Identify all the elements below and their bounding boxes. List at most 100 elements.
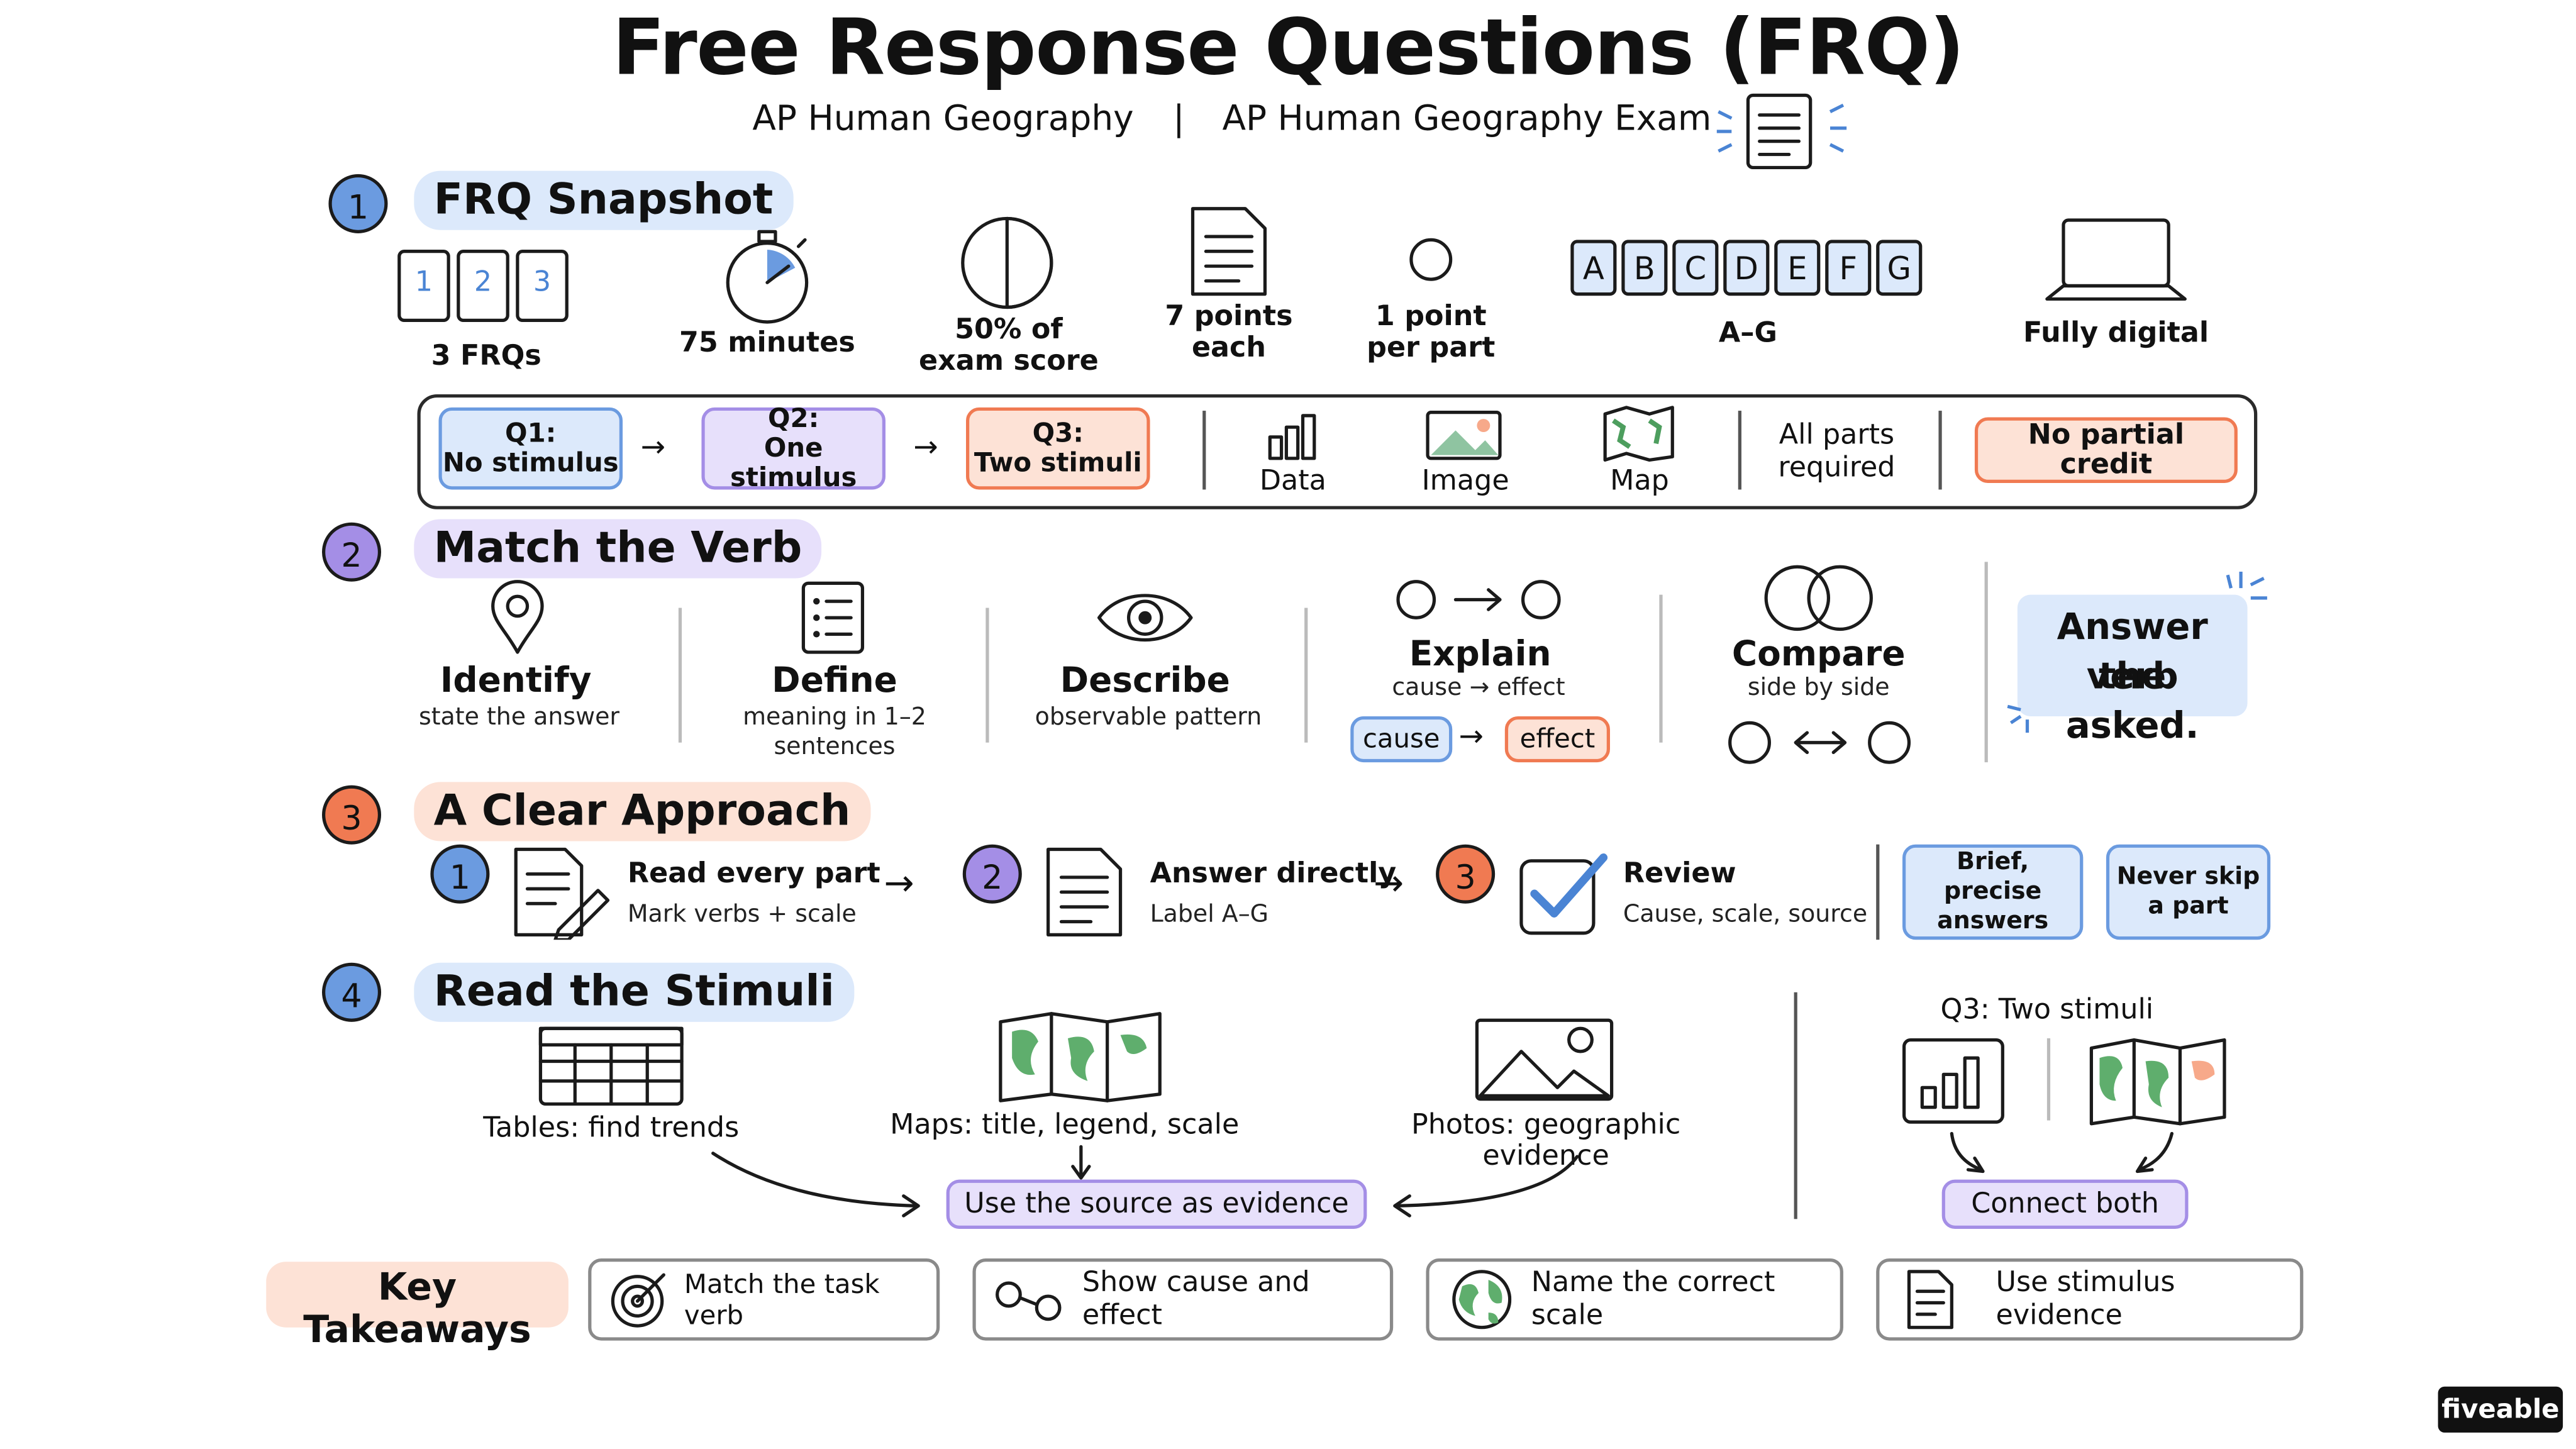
tip-1-line1: Brief, precise [1944,849,2042,906]
q3-label: Q3: [1032,417,1084,449]
evidence-arrows-icon [711,1152,1579,1218]
takeaways-badge [266,1262,569,1328]
divider [1876,844,1880,940]
document-icon [1716,93,1847,170]
step-3-title: Review [1623,857,1736,891]
divider [1938,411,1942,490]
snapshot-bar [417,394,2258,509]
letter-box: A [1570,240,1617,296]
laptop-icon [2045,218,2187,301]
step-1-title: Read every part [627,857,880,891]
takeaway-4-text: Use stimulus evidence [1996,1267,2175,1333]
connect-arrows-icon [1950,1131,2174,1174]
compare-dots-icon [1728,721,1911,764]
stimulus-photos: Photos: geographic evidence [1411,1109,1681,1174]
step-2-number: 2 [962,844,1022,904]
arrow-right-icon: → [913,430,938,465]
letter-box: B [1621,240,1668,296]
stat-letters-label: A–G [1718,317,1777,350]
letter-box: G [1876,240,1923,296]
photo-icon [1475,1018,1614,1101]
verb-describe: Describe [1060,660,1230,700]
divider [1984,562,1988,763]
no-partial-credit-pill: No partial credit [1974,417,2238,484]
verb-callout [2017,594,2248,716]
bar-chart-icon [1902,1038,2004,1124]
tip-2-line2: a part [2148,894,2229,920]
document-icon [1907,1270,1953,1330]
section-4-number: 4 [322,962,382,1022]
card-3-label: 3 [533,266,552,299]
divider [1794,992,1797,1219]
divider [1659,594,1663,743]
step-3-desc: Cause, scale, source [1623,902,1868,928]
divider [1738,411,1741,490]
cause-effect-icon [996,1281,1062,1321]
frq-cards-icon: 1 2 3 [394,243,591,329]
verb-describe-desc: observable pattern [1035,704,1262,731]
takeaways-title: Key Takeaways [303,1267,531,1352]
verb-define: Define [772,660,897,700]
globe-icon [1452,1270,1512,1330]
verb-explain: Explain [1409,634,1552,674]
arrow-right-icon: → [1458,719,1484,755]
arrow-right-icon: → [884,864,914,906]
stopwatch-icon [726,230,809,324]
arrow-down-icon [1071,1145,1091,1180]
verb-compare-desc: side by side [1747,675,1890,702]
page-title: Free Response Questions (FRQ) [612,3,1964,94]
pie-half-icon [961,216,1053,309]
card-2-label: 2 [474,266,492,299]
table-icon [538,1026,684,1106]
card-1-label: 1 [414,266,433,299]
connect-both-pill: Connect both [1941,1179,2189,1229]
divider [678,608,682,743]
q1-pill: Q1: No stimulus [438,407,623,490]
q3-desc: Two stimuli [974,447,1142,479]
letter-box: F [1825,240,1872,296]
cause-effect-dots-icon [1396,580,1561,619]
section-4-title: Read the Stimuli [414,962,855,1022]
step-1-desc: Mark verbs + scale [627,902,857,928]
takeaway-card-scale: Name the correct scale [1426,1258,1843,1341]
arrow-right-icon: → [1373,864,1404,906]
verb-define-desc-line1: meaning in 1–2 [743,704,926,731]
takeaway-card-cause-effect: Show cause and effect [972,1258,1394,1341]
eye-icon [1097,594,1193,642]
stimulus-image: Image [1421,465,1509,498]
stat-part-line1: 1 point [1375,301,1487,334]
arrow-right-icon: → [640,430,666,465]
all-parts-line1: All parts [1779,419,1895,452]
section-3-number: 3 [322,785,382,845]
q1-desc: No stimulus [442,447,619,479]
location-pin-icon [491,580,544,654]
letters-a-g: A B C D E F G [1570,240,1932,299]
section-1-title: FRQ Snapshot [414,170,793,230]
checkbox-icon [1519,853,1608,935]
callout-line1: Answer the [2057,608,2208,699]
all-parts-line2: required [1778,452,1896,485]
verb-explain-desc: cause → effect [1392,675,1565,702]
tip-2-line1: Never skip [2116,864,2260,891]
divider [985,608,989,743]
section-3-title: A Clear Approach [414,782,870,841]
subtitle-exam: AP Human Geography Exam [1222,98,1712,138]
tip-never-skip: Never skip a part [2106,844,2271,940]
map-icon [1603,406,1674,462]
stat-points-line1: 7 points [1165,301,1293,334]
use-source-evidence-pill: Use the source as evidence [946,1179,1367,1229]
q1-label: Q1: [505,417,557,449]
divider [1304,608,1308,743]
stat-score-line1: 50% of [955,313,1063,347]
sparkle-icon [2007,704,2029,733]
stat-points-line2: each [1191,331,1266,365]
q2-pill: Q2: One stimulus [701,403,886,492]
fiveable-logo: fiveable [2438,1386,2563,1433]
stat-minutes: 75 minutes [679,326,855,360]
sparkle-icon [2226,572,2267,600]
document-icon [1046,847,1123,936]
divider [1202,411,1206,490]
checklist-icon [801,581,865,654]
verb-identify-desc: state the answer [418,704,619,731]
